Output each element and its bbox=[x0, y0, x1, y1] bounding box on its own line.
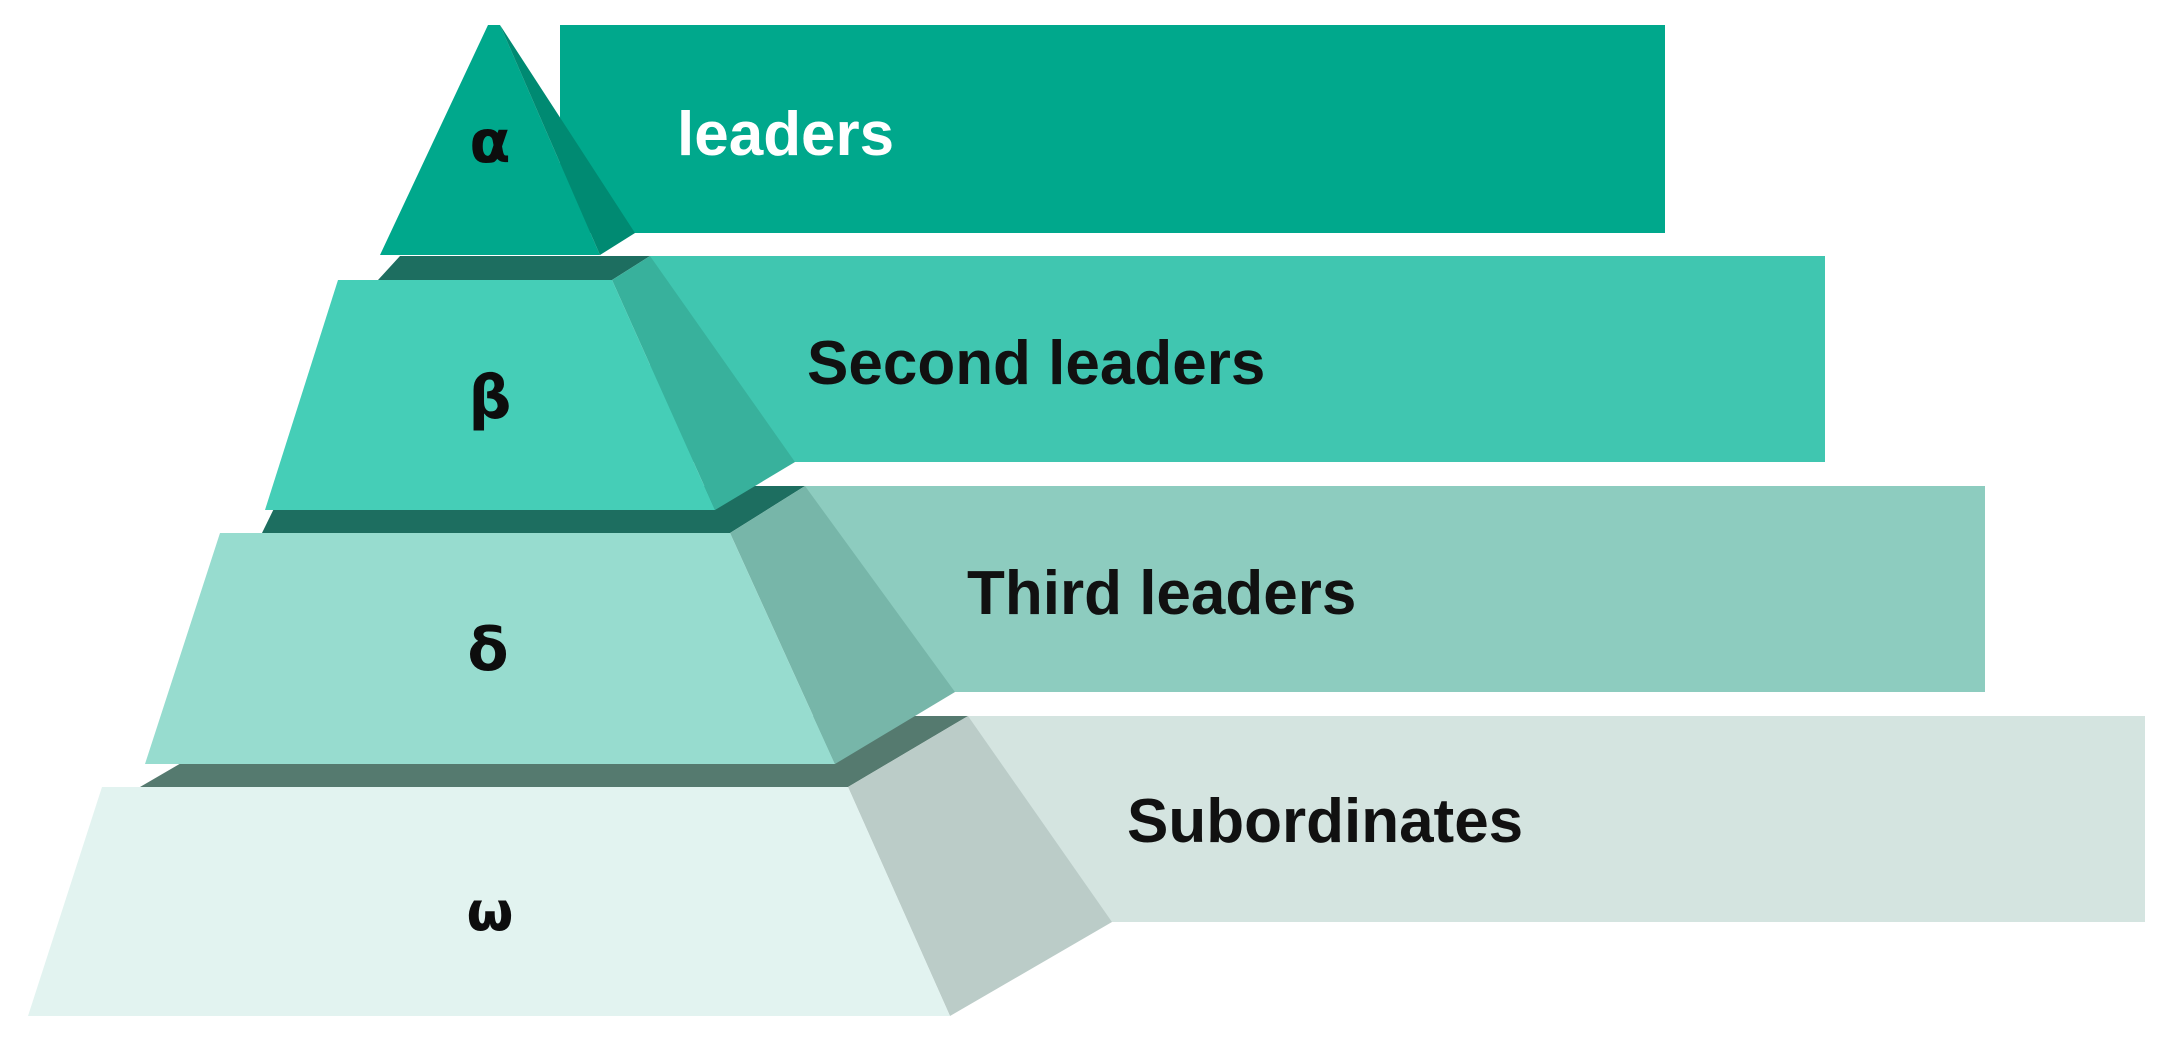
label-beta: Second leaders bbox=[807, 329, 1265, 398]
label-alpha: leaders bbox=[677, 100, 894, 169]
tier-delta-front bbox=[145, 533, 835, 764]
tier-omega-front bbox=[28, 787, 950, 1016]
band-delta bbox=[805, 486, 1985, 692]
symbol-delta: δ bbox=[467, 615, 508, 685]
symbol-alpha: α bbox=[469, 107, 510, 177]
tier-omega-side bbox=[848, 716, 1112, 1016]
tier-beta-side bbox=[612, 256, 795, 510]
ledge-beta bbox=[378, 256, 650, 280]
symbol-omega: ω bbox=[467, 880, 514, 943]
symbol-beta: β bbox=[469, 363, 512, 433]
band-omega bbox=[960, 716, 2145, 922]
label-omega: Subordinates bbox=[1127, 787, 1523, 856]
tier-beta-front bbox=[265, 280, 715, 510]
tier-delta-side bbox=[730, 486, 955, 764]
band-alpha bbox=[560, 25, 1665, 233]
band-beta bbox=[650, 256, 1825, 462]
label-delta: Third leaders bbox=[967, 559, 1356, 628]
tier-alpha-front bbox=[380, 25, 600, 255]
tier-alpha-side bbox=[500, 25, 635, 255]
